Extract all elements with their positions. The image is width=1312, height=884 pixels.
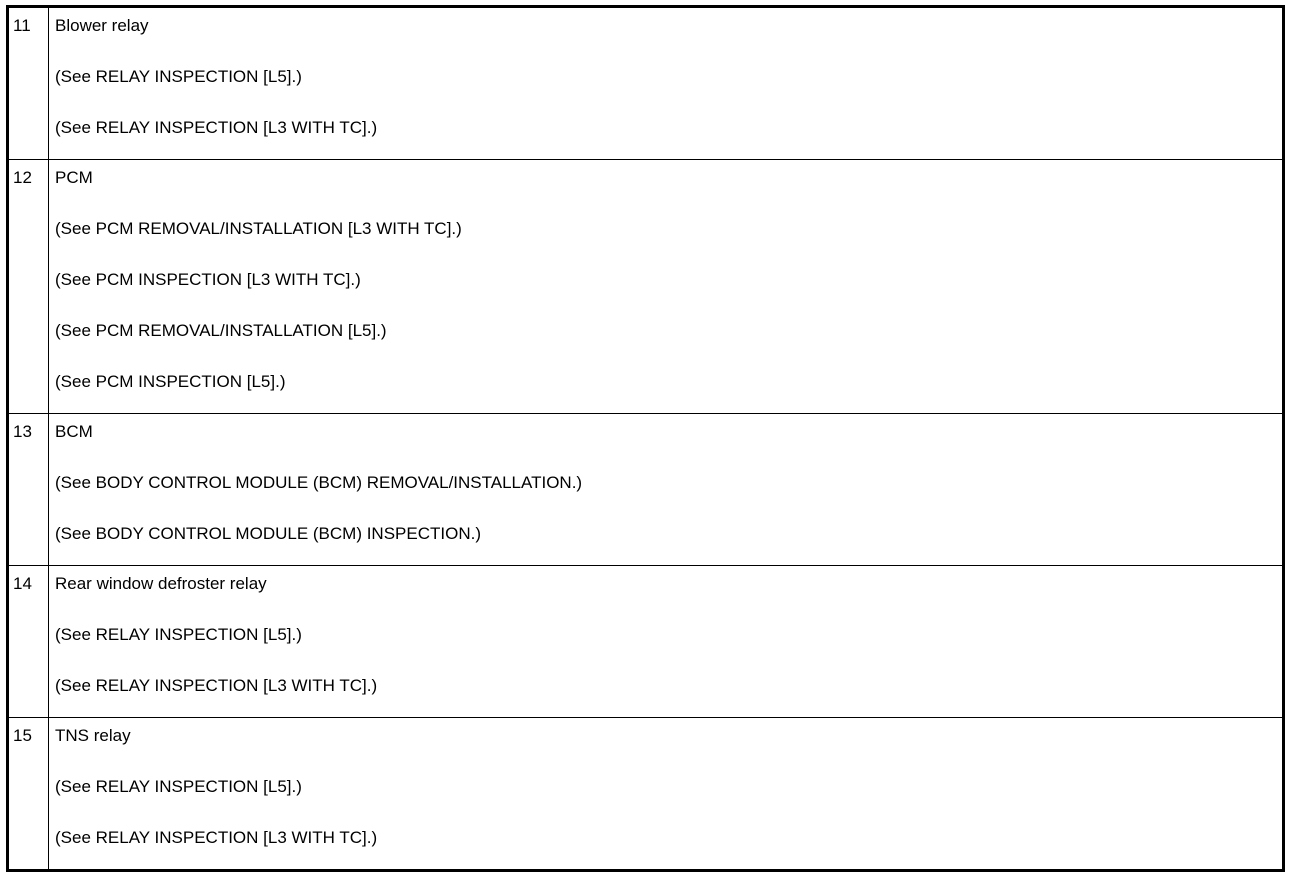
see-reference: (See RELAY INSPECTION [L5].): [55, 67, 302, 86]
see-reference: (See RELAY INSPECTION [L3 WITH TC].): [55, 828, 378, 847]
component-name: PCM: [55, 168, 93, 187]
row-number: 15: [7, 717, 49, 872]
see-reference: (See BODY CONTROL MODULE (BCM) INSPECTIO…: [55, 524, 481, 543]
row-number: 12: [7, 159, 49, 414]
see-reference: (See RELAY INSPECTION [L5].): [55, 625, 302, 644]
table-body: 11 Blower relay (See RELAY INSPECTION [L5…: [7, 5, 1284, 872]
row-description: BCM (See BODY CONTROL MODULE (BCM) REMOVA…: [48, 413, 1284, 566]
see-reference: (See PCM INSPECTION [L3 WITH TC].): [55, 270, 361, 289]
see-reference: (See RELAY INSPECTION [L3 WITH TC].): [55, 118, 378, 137]
see-reference: (See PCM INSPECTION [L5].): [55, 372, 286, 391]
row-number: 14: [7, 565, 49, 718]
row-description: Blower relay (See RELAY INSPECTION [L5].)…: [48, 5, 1284, 160]
see-reference: (See PCM REMOVAL/INSTALLATION [L3 WITH T…: [55, 219, 462, 238]
row-description: PCM (See PCM REMOVAL/INSTALLATION [L3 WIT…: [48, 159, 1284, 414]
see-reference: (See PCM REMOVAL/INSTALLATION [L5].): [55, 321, 387, 340]
see-reference: (See BODY CONTROL MODULE (BCM) REMOVAL/I…: [55, 473, 583, 492]
component-name: Rear window defroster relay: [55, 574, 267, 593]
row-number: 11: [7, 5, 49, 160]
table-row: 15 TNS relay (See RELAY INSPECTION [L5].)…: [7, 717, 1284, 872]
see-reference: (See RELAY INSPECTION [L5].): [55, 777, 302, 796]
component-reference-table: 11 Blower relay (See RELAY INSPECTION [L5…: [6, 5, 1285, 872]
table-row: 13 BCM (See BODY CONTROL MODULE (BCM) REM…: [7, 413, 1284, 566]
table-row: 14 Rear window defroster relay (See RELAY…: [7, 565, 1284, 718]
component-name: TNS relay: [55, 726, 131, 745]
component-name: Blower relay: [55, 16, 149, 35]
table-row: 12 PCM (See PCM REMOVAL/INSTALLATION [L3 …: [7, 159, 1284, 414]
row-description: Rear window defroster relay (See RELAY IN…: [48, 565, 1284, 718]
table-row: 11 Blower relay (See RELAY INSPECTION [L5…: [7, 5, 1284, 160]
row-number: 13: [7, 413, 49, 566]
row-description: TNS relay (See RELAY INSPECTION [L5].) (Se…: [48, 717, 1284, 872]
see-reference: (See RELAY INSPECTION [L3 WITH TC].): [55, 676, 378, 695]
component-name: BCM: [55, 422, 93, 441]
